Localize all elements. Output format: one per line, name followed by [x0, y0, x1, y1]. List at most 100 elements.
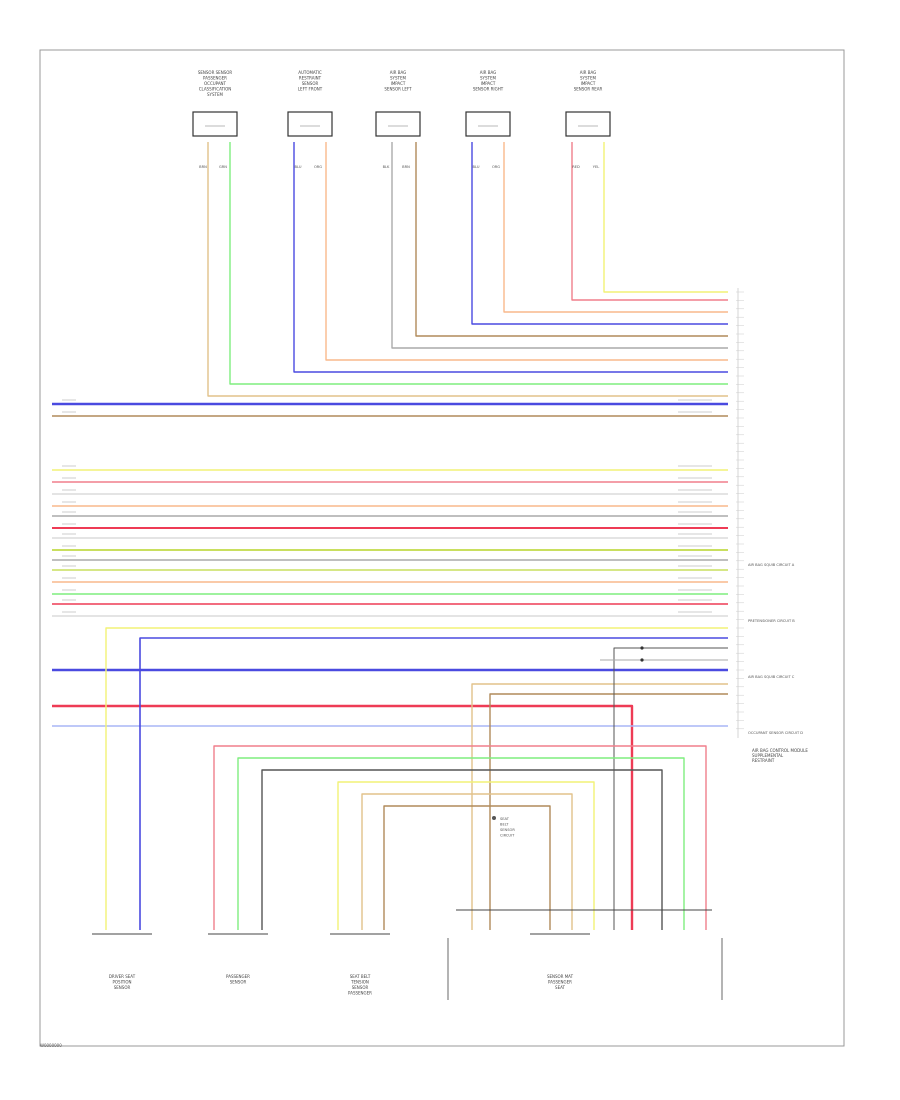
- wire-bottom-loop: [383, 805, 551, 930]
- wire-top: [229, 142, 728, 385]
- bottom-caption: POSITION: [112, 980, 131, 985]
- component-wire-label: BLU: [473, 165, 480, 169]
- bottom-components: DRIVER SEATPOSITIONSENSORPASSENGERSENSOR…: [92, 909, 723, 1000]
- module-side-note: OCCUPANT SENSOR CIRCUIT D: [748, 731, 803, 735]
- wire-top: [571, 142, 728, 301]
- wire-bottom-loop: [361, 793, 573, 930]
- wire-top: [391, 142, 728, 349]
- component-connector: [565, 111, 611, 137]
- component-caption: SENSOR SENSOR: [198, 70, 233, 75]
- wire-down: [139, 637, 728, 930]
- wire-down: [471, 683, 728, 930]
- bottom-caption: PASSENGER: [348, 991, 372, 996]
- wire-low: [52, 704, 634, 930]
- component-connector: [192, 111, 238, 137]
- component-wire-label: BLU: [295, 165, 302, 169]
- component-caption: IMPACT: [481, 81, 496, 86]
- component-wire-label: RED: [572, 165, 580, 169]
- bottom-caption: SEAT BELT: [350, 974, 371, 979]
- bottom-caption: SENSOR: [230, 980, 247, 985]
- wire-top: [207, 142, 728, 397]
- top-component: SENSOR SENSORPASSENGEROCCUPANTCLASSIFICA…: [192, 70, 238, 169]
- wire-top: [503, 142, 728, 313]
- wire-down: [613, 647, 728, 930]
- component-caption: SYSTEM: [580, 76, 596, 81]
- component-caption: RESTRAINT: [299, 76, 322, 81]
- splice-dot: [640, 658, 644, 662]
- module-side-note: PRETENSIONER CIRCUIT B: [748, 619, 795, 623]
- component-caption: AIR BAG: [480, 70, 496, 75]
- component-wire-label: BRN: [199, 165, 207, 169]
- component-connector: [287, 111, 333, 137]
- bottom-caption: SENSOR: [114, 985, 131, 990]
- wire-top: [415, 142, 728, 337]
- control-module: AIR BAG CONTROL MODULESUPPLEMENTALRESTRA…: [736, 288, 808, 763]
- wire-bottom-loop: [237, 757, 685, 930]
- harness-left-labels: [62, 399, 712, 613]
- module-side-note: AIR BAG SQUIB CIRCUIT C: [748, 675, 795, 679]
- wire-top: [471, 142, 728, 325]
- module-side-note: AIR BAG SQUIB CIRCUIT A: [748, 563, 795, 567]
- component-wire-label: ORG: [314, 165, 322, 169]
- splice-note: BELT: [500, 823, 509, 827]
- bottom-caption: SENSOR: [352, 985, 369, 990]
- diagram-frame: [39, 49, 845, 1047]
- component-caption: OCCUPANT: [204, 81, 227, 86]
- component-caption: SENSOR LEFT: [384, 87, 412, 92]
- splice-note: SENSOR: [500, 828, 515, 832]
- component-connector: [375, 111, 421, 137]
- wire-down: [489, 693, 728, 930]
- splice-note: CIRCUIT: [500, 834, 515, 838]
- component-caption: PASSENGER: [203, 76, 227, 81]
- splice-dot: [492, 816, 496, 820]
- bottom-caption: PASSENGER: [226, 974, 250, 979]
- wire-group: [52, 142, 728, 930]
- wire-top: [603, 142, 728, 293]
- component-caption: SYSTEM: [207, 92, 223, 97]
- module-caption: SUPPLEMENTAL: [752, 753, 784, 758]
- component-wire-label: ORG: [492, 165, 500, 169]
- wire-down: [105, 627, 728, 930]
- bottom-caption: SENSOR MAT: [547, 974, 574, 979]
- component-caption: AUTOMATIC: [298, 70, 322, 75]
- component-caption: SENSOR REAR: [574, 87, 603, 92]
- component-caption: SENSOR RIGHT: [473, 87, 504, 92]
- wire-top: [325, 142, 728, 361]
- splice-note: SEAT: [500, 817, 510, 821]
- component-wire-label: YEL: [593, 165, 599, 169]
- component-wire-label: BLK: [383, 165, 390, 169]
- component-wire-label: BRN: [402, 165, 410, 169]
- component-caption: AIR BAG: [580, 70, 596, 75]
- top-components: SENSOR SENSORPASSENGEROCCUPANTCLASSIFICA…: [192, 70, 611, 169]
- component-caption: CLASSIFICATION: [199, 87, 232, 92]
- component-caption: IMPACT: [581, 81, 596, 86]
- bottom-caption: DRIVER SEAT: [109, 974, 136, 979]
- splice-dot: [640, 646, 644, 650]
- component-caption: AIR BAG: [390, 70, 406, 75]
- component-caption: SYSTEM: [390, 76, 406, 81]
- bottom-caption: TENSION: [350, 980, 369, 985]
- component-caption: SENSOR: [302, 81, 319, 86]
- module-caption: RESTRAINT: [752, 758, 775, 763]
- component-connector: [465, 111, 511, 137]
- bottom-caption: PASSENGER: [548, 980, 572, 985]
- wire-bottom-loop: [213, 745, 707, 930]
- wire-bottom-loop: [337, 781, 595, 930]
- component-caption: LEFT FRONT: [298, 87, 323, 92]
- diagram-code: W0000000: [40, 1043, 62, 1048]
- bottom-caption: SEAT: [555, 985, 565, 990]
- component-caption: IMPACT: [391, 81, 406, 86]
- wire-top: [293, 142, 728, 373]
- component-wire-label: GRN: [219, 165, 227, 169]
